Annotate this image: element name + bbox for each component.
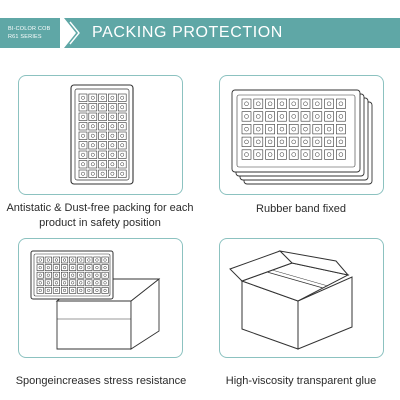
stacked-trays-icon (231, 89, 373, 185)
page-header: BI-COLOR COB R61 SERIES PACKING PROTECTI… (0, 18, 400, 48)
caption-antistatic: Antistatic & Dust-free packing for each … (6, 202, 194, 229)
title-banner: PACKING PROTECTION (64, 18, 400, 48)
tray-on-box-icon (30, 250, 161, 350)
sealed-box-icon (229, 250, 353, 350)
panel-glue (219, 238, 384, 358)
panel-rubber-band (219, 75, 384, 195)
series-line-1: BI-COLOR COB (8, 26, 51, 32)
series-badge: BI-COLOR COB R61 SERIES (0, 18, 60, 48)
single-tray-icon (70, 84, 134, 185)
series-line-2: R61 SERIES (8, 34, 42, 40)
page-title: PACKING PROTECTION (92, 24, 283, 41)
panel-antistatic (18, 75, 183, 195)
title-banner-shape (64, 18, 400, 48)
caption-glue: High-viscosity transparent glue (225, 375, 377, 387)
caption-sponge: Spongeincreases stress resistance (15, 375, 187, 387)
panel-sponge (18, 238, 183, 358)
caption-rubber-band: Rubber band fixed (256, 203, 346, 215)
